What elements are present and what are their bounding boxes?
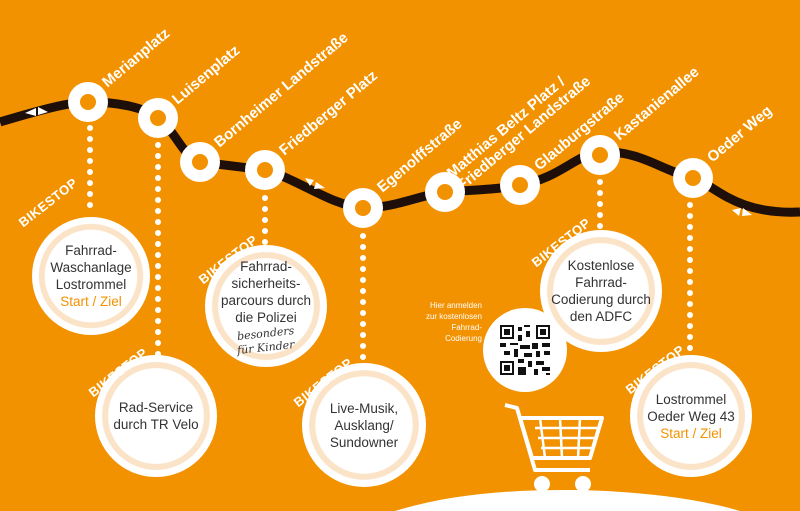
qr-note: Hier anmelden zur kostenlosen Fahrrad- C… bbox=[405, 300, 482, 344]
stop-text: den ADFC bbox=[569, 309, 633, 324]
bikestop-oeder-weg: Lostrommel Oeder Weg 43 Start / Ziel bbox=[630, 355, 752, 477]
stop-text: Fahrrad- bbox=[240, 259, 292, 274]
stop-text: Oeder Weg 43 bbox=[647, 408, 735, 424]
stop-text: die Polizei bbox=[235, 310, 297, 325]
stop-text: Fahrrad- bbox=[65, 243, 117, 258]
station-markers bbox=[68, 82, 713, 228]
start-ziel-label: Start / Ziel bbox=[60, 294, 122, 309]
qr-code-icon bbox=[500, 325, 550, 375]
stop-text: Lostrommel bbox=[55, 277, 127, 292]
qr-note-line: Codierung bbox=[445, 334, 482, 343]
stop-text: sicherheits- bbox=[231, 276, 301, 291]
bikestop-waschanlage: Fahrrad- Waschanlage Lostrommel Start / … bbox=[32, 217, 150, 335]
stop-text: Waschanlage bbox=[50, 260, 132, 275]
route-line bbox=[0, 97, 800, 217]
stop-text: Live-Musik, bbox=[329, 400, 399, 416]
qr-code[interactable] bbox=[483, 308, 567, 392]
stop-text: durch TR Velo bbox=[113, 417, 199, 432]
dotted-connectors bbox=[87, 125, 693, 365]
stop-text: Fahrrad- bbox=[575, 275, 627, 290]
stop-text: Kostenlose bbox=[567, 258, 635, 273]
shopping-cart-icon bbox=[504, 403, 604, 492]
stop-text: parcours durch bbox=[220, 293, 312, 308]
bikestop-rad-service: Rad-Service durch TR Velo bbox=[95, 355, 217, 477]
start-ziel-label: Start / Ziel bbox=[660, 425, 722, 441]
bikestop-sicherheitsparcours: Fahrrad- sicherheits- parcours durch die… bbox=[205, 245, 327, 367]
stop-text: Ausklang/ bbox=[334, 417, 394, 433]
ground-hill bbox=[395, 490, 740, 511]
stop-text: Rad-Service bbox=[118, 400, 194, 415]
stop-text: Codierung durch bbox=[551, 292, 651, 307]
stop-text: Sundowner bbox=[329, 434, 399, 450]
qr-note-line: Fahrrad- bbox=[451, 323, 482, 332]
qr-note-line: zur kostenlosen bbox=[425, 312, 482, 321]
bikestop-live-musik: Live-Musik, Ausklang/ Sundowner bbox=[302, 363, 426, 487]
stop-text: Lostrommel bbox=[655, 391, 727, 407]
qr-note-line: Hier anmelden bbox=[429, 301, 482, 310]
direction-arrows bbox=[25, 107, 752, 216]
